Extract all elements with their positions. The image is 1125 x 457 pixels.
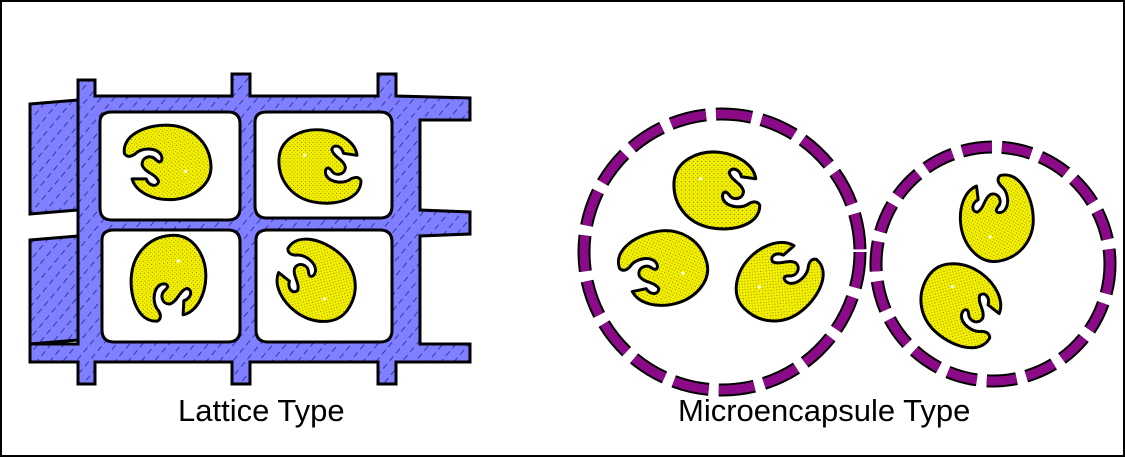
enzyme-molecule-icon [722, 226, 834, 339]
small-microcapsule [876, 147, 1110, 381]
microcapsule-enzymes [612, 152, 1044, 358]
microencapsule-type-caption: Microencapsule Type [678, 393, 970, 429]
enzyme-molecule-icon [127, 233, 209, 323]
enzyme-molecule-icon [674, 152, 760, 229]
enzyme-molecule-icon [905, 251, 1016, 358]
enzyme-molecule-icon [612, 218, 717, 318]
enzyme-molecule-icon [951, 170, 1044, 269]
lattice-bar [30, 100, 78, 214]
enzyme-molecule-icon [279, 130, 361, 204]
lattice-matrix [30, 74, 470, 384]
lattice-grid [30, 74, 470, 384]
lattice-type-caption: Lattice Type [178, 393, 345, 429]
capsule-membrane [876, 147, 1110, 381]
lattice-bar [30, 236, 78, 344]
enzyme-molecule-icon [262, 229, 370, 334]
enzyme-molecule-icon [121, 119, 215, 205]
